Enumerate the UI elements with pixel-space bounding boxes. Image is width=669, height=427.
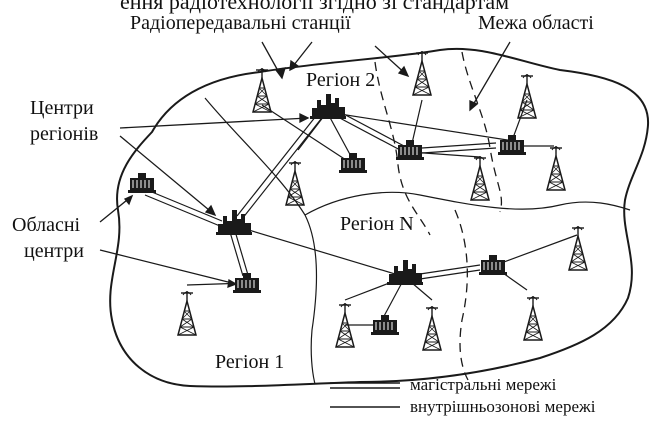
oblast-center-building <box>127 172 157 194</box>
region-border-label: Межа області <box>478 12 594 34</box>
region-centers-label-2: регіонів <box>30 123 99 145</box>
border-dashed-1 <box>374 61 431 236</box>
tower-4 <box>285 160 305 206</box>
radio-stations-label: Радіопередавальні станції <box>130 12 351 34</box>
regionn-building-b <box>370 314 400 336</box>
tower-10 <box>422 305 442 351</box>
border-dashed-3 <box>454 209 469 381</box>
backbone-links <box>144 110 497 280</box>
oblast-outline <box>109 47 650 388</box>
oblast-centers-label-1: Обласні <box>12 214 81 236</box>
region2-building-a <box>338 152 368 174</box>
region2-center-city <box>310 94 346 119</box>
tower-3 <box>517 73 537 119</box>
tower-11 <box>523 295 543 341</box>
region-1-label: Регіон 1 <box>215 351 285 373</box>
regionn-center-city <box>387 260 423 285</box>
region-2-label: Регіон 2 <box>306 69 376 91</box>
tower-8 <box>177 290 197 336</box>
legend-lines <box>330 382 400 408</box>
region-n-label: Регіон N <box>340 213 414 235</box>
region2-building-b <box>395 139 425 161</box>
tower-7 <box>568 225 588 271</box>
region-centers-label-1: Центри <box>30 97 94 119</box>
border-dashed-2 <box>461 51 503 213</box>
region2-building-c <box>497 134 527 156</box>
region-1-boundary <box>204 97 318 385</box>
tower-6 <box>546 145 566 191</box>
cut-off-heading: ення радіотехнології згідно зі стандарта… <box>120 0 510 14</box>
legend-intrazone-label: внутрішньозонові мережі <box>410 397 596 416</box>
oblast-centers-label-2: центри <box>24 240 84 262</box>
tower-2 <box>412 50 432 96</box>
tower-5 <box>470 155 490 201</box>
region1-building <box>232 272 262 294</box>
regionn-building-a <box>478 254 508 276</box>
region-n-boundary <box>304 191 631 216</box>
legend-backbone-label: магістральні мережі <box>410 375 557 394</box>
annotation-arrows <box>99 41 511 288</box>
